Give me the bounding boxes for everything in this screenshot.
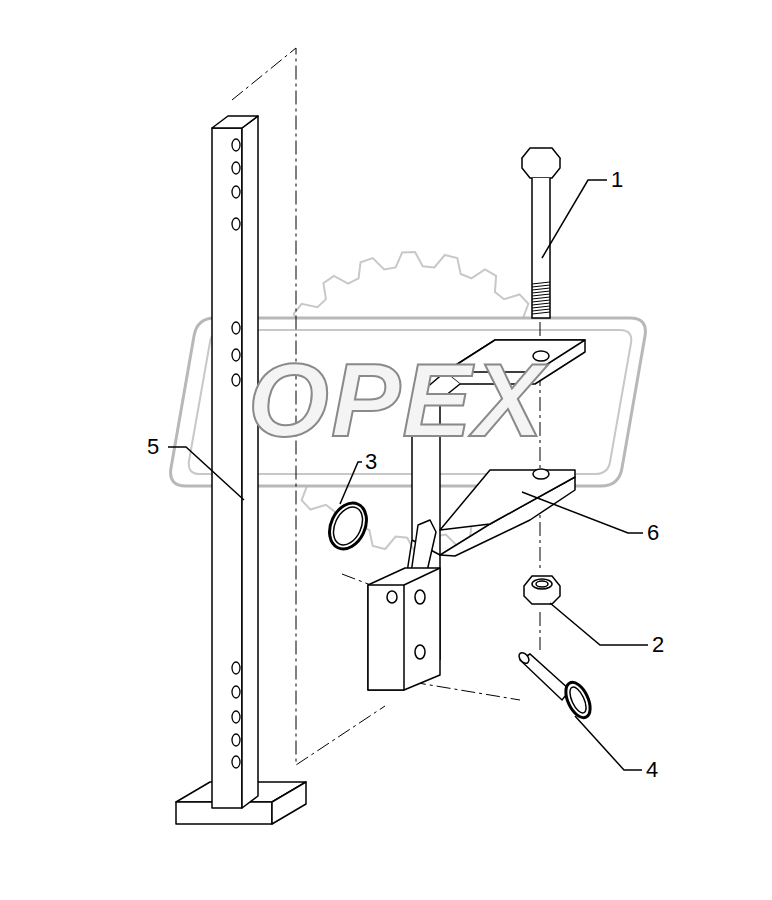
callout-number: 3 [365, 451, 377, 473]
post-hole [232, 756, 240, 768]
post-hole [232, 711, 240, 723]
post-hole [232, 734, 240, 746]
nut [524, 576, 560, 604]
post-holes [232, 139, 240, 768]
watermark: OPEX [248, 348, 545, 452]
post-hole [232, 374, 240, 386]
post-hole [232, 686, 240, 698]
post-hole [232, 322, 240, 334]
leader-lines [168, 180, 648, 770]
post [176, 116, 306, 824]
post-hole [232, 218, 240, 230]
callout-number: 2 [652, 634, 664, 656]
bolt [522, 148, 560, 318]
post-hole [232, 139, 240, 151]
post-hole [232, 662, 240, 674]
post-hole [232, 186, 240, 198]
post-hole [232, 349, 240, 361]
post-hole [232, 162, 240, 174]
clamp-block [368, 520, 440, 690]
callout-number: 4 [646, 759, 658, 781]
bolt-thread [532, 282, 550, 314]
callout-number: 5 [147, 436, 159, 458]
pin [517, 651, 595, 722]
retaining-ring [322, 497, 373, 555]
callout-number: 6 [647, 522, 659, 544]
callout-number: 1 [611, 169, 623, 191]
